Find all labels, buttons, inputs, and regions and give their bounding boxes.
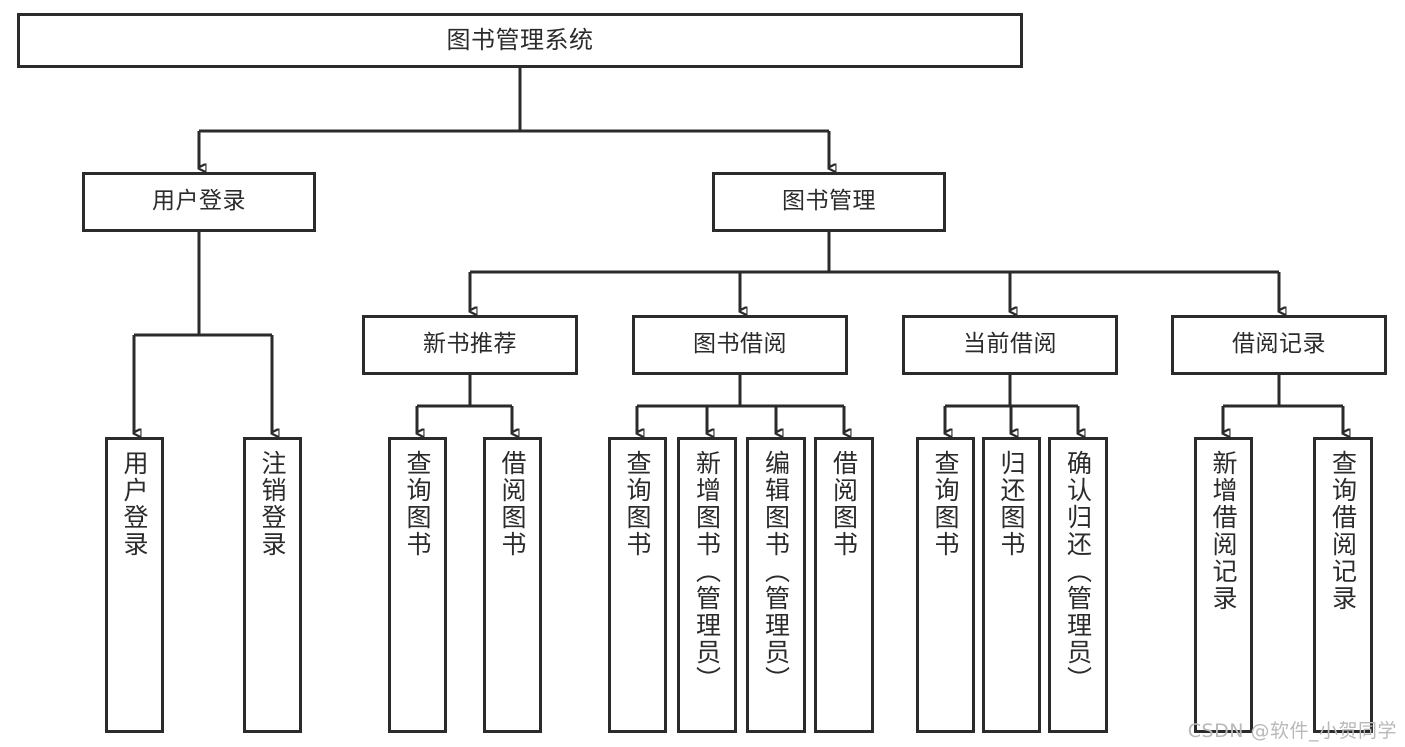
leaf-borrow-edit-book-admin[interactable]: 编辑图书（管理员） [746, 437, 806, 733]
leaf-newbook-borrow-book[interactable]: 借阅图书 [483, 437, 542, 733]
leaf-borrow-borrow-book[interactable]: 借阅图书 [814, 437, 874, 733]
node-book-borrow[interactable]: 图书借阅 [632, 315, 848, 375]
node-borrow-record[interactable]: 借阅记录 [1171, 315, 1387, 375]
node-label: 新增借阅记录 [1209, 450, 1238, 612]
node-label: 新书推荐 [423, 331, 517, 358]
csdn-watermark: CSDN @软件_小贺同学 [1187, 720, 1397, 742]
node-label: 编辑图书（管理员） [761, 450, 791, 693]
leaf-user-login[interactable]: 用户登录 [105, 437, 164, 733]
node-label: 查询借阅记录 [1328, 450, 1358, 612]
node-current-borrow[interactable]: 当前借阅 [902, 315, 1118, 375]
leaf-record-query-record[interactable]: 查询借阅记录 [1313, 437, 1373, 733]
node-label: 查询图书 [623, 450, 652, 558]
node-label: 查询图书 [403, 450, 432, 558]
node-label: 图书借阅 [693, 331, 787, 358]
node-root-system[interactable]: 图书管理系统 [17, 13, 1023, 68]
node-label: 用户登录 [120, 450, 149, 558]
node-label: 图书管理系统 [446, 26, 594, 55]
node-label: 图书管理 [782, 188, 876, 215]
node-label: 借阅图书 [829, 450, 859, 558]
node-label: 查询图书 [931, 450, 960, 558]
node-label: 确认归还（管理员） [1063, 450, 1093, 693]
node-label: 借阅图书 [498, 450, 527, 558]
node-label: 用户登录 [152, 188, 246, 215]
leaf-borrow-add-book-admin[interactable]: 新增图书（管理员） [677, 437, 737, 733]
leaf-current-query-book[interactable]: 查询图书 [916, 437, 975, 733]
leaf-newbook-query-book[interactable]: 查询图书 [388, 437, 447, 733]
leaf-borrow-query-book[interactable]: 查询图书 [608, 437, 667, 733]
node-label: 新增图书（管理员） [692, 450, 722, 693]
node-label: 借阅记录 [1232, 331, 1326, 358]
node-book-management[interactable]: 图书管理 [712, 172, 946, 232]
leaf-current-confirm-return-admin[interactable]: 确认归还（管理员） [1048, 437, 1108, 733]
node-new-book-recommend[interactable]: 新书推荐 [362, 315, 578, 375]
leaf-user-logout[interactable]: 注销登录 [243, 437, 302, 733]
leaf-record-add-record[interactable]: 新增借阅记录 [1194, 437, 1253, 733]
node-label: 当前借阅 [963, 331, 1057, 358]
leaf-current-return-book[interactable]: 归还图书 [982, 437, 1041, 733]
node-label: 归还图书 [997, 450, 1026, 558]
node-label: 注销登录 [258, 450, 287, 558]
node-user-login[interactable]: 用户登录 [82, 172, 316, 232]
